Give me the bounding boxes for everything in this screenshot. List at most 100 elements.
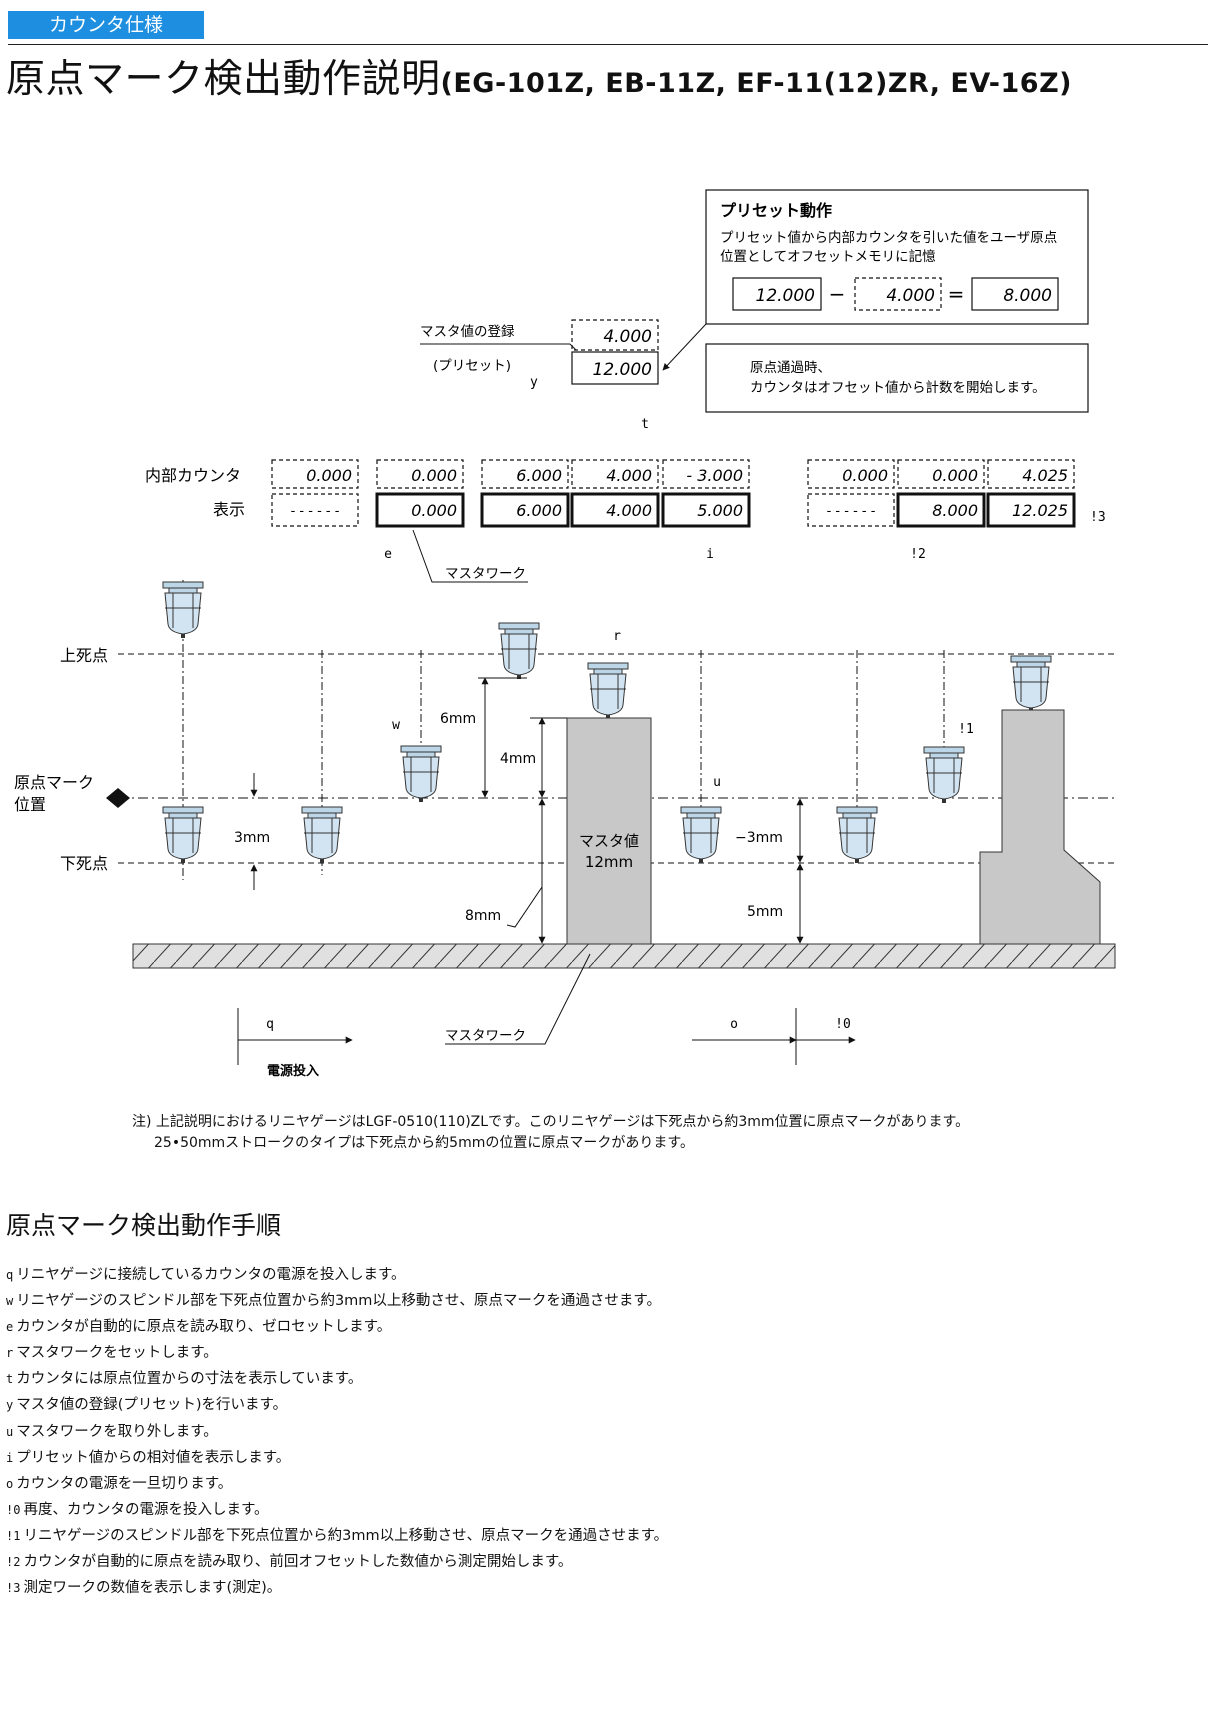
step-marker: !2 (6, 1555, 21, 1570)
step-marker: !3 (6, 1581, 21, 1596)
mark-u: u (713, 775, 721, 790)
master-work-label-bottom: マスタワーク (445, 1028, 526, 1044)
gauge-w-icon (400, 745, 442, 803)
preset-paren-label: (プリセット) (433, 358, 511, 374)
master-work-label-top: マスタワーク (445, 566, 526, 582)
master-value-label-2: 12mm (585, 853, 633, 871)
master-reg-leader (569, 343, 577, 351)
mark-o: o (730, 1017, 738, 1032)
step-text: リニヤゲージに接続しているカウンタの電源を投入します。 (16, 1267, 406, 1283)
mark-11: !1 (958, 722, 974, 737)
step-marker: u (6, 1424, 14, 1439)
step-marker: q (6, 1268, 14, 1282)
dim-5mm: 5mm (747, 904, 783, 920)
step-text: 測定ワークの数値を表示します(測定)。 (23, 1580, 282, 1597)
page-title: 原点マーク検出動作説明(EG-101Z, EB-11Z, EF-11(12)ZR… (6, 48, 1072, 104)
mark-e: e (384, 547, 392, 562)
display-3: 6.000 (516, 501, 562, 520)
internal-counter-4: 4.000 (606, 466, 652, 485)
preset-equals: = (948, 282, 965, 306)
display-2: 0.000 (411, 501, 457, 520)
bdc-label: 下死点 (60, 854, 108, 873)
master-work-leader-top (412, 529, 528, 583)
gauge-r-icon (587, 662, 629, 720)
mark-10: !0 (835, 1017, 851, 1032)
mark-t: t (641, 417, 649, 432)
step-text: マスタワークをセットします。 (16, 1345, 218, 1362)
preset-value-2: 4.000 (886, 286, 935, 306)
footnote-line-2: 25•50mmストロークのタイプは下死点から約5mmの位置に原点マークがあります… (154, 1135, 694, 1151)
dim-minus-3mm: −3mm (735, 830, 783, 846)
origin-diamond-icon (106, 788, 130, 808)
step-marker: t (6, 1372, 14, 1387)
page-title-main: 原点マーク検出動作説明 (6, 57, 441, 102)
page-title-models: (EG-101Z, EB-11Z, EF-11(12)ZR, EV-16Z) (440, 68, 1072, 99)
footnote: 注) 上記説明におけるリニヤゲージはLGF-0510(110)ZLです。このリニ… (132, 1112, 969, 1154)
y-counter-box (571, 319, 659, 351)
tdc-label: 上死点 (60, 646, 108, 665)
origin-note-1: 原点通過時、 (750, 360, 831, 376)
display-4: 4.000 (606, 501, 652, 520)
mark-12: !2 (910, 547, 926, 562)
internal-counter-2: 0.000 (411, 466, 457, 485)
dim-8mm: 8mm (465, 908, 501, 924)
step-text: リニヤゲージのスピンドル部を下死点位置から約3mm以上移動させ、原点マークを通過… (23, 1527, 669, 1544)
step-marker: e (6, 1320, 14, 1335)
gauge-13-icon (1010, 655, 1052, 713)
step-marker: y (6, 1398, 14, 1413)
internal-counter-6: 0.000 (842, 466, 888, 485)
master-work-block (566, 717, 652, 945)
display-7: 8.000 (932, 501, 978, 520)
mark-13: !3 (1090, 510, 1106, 525)
internal-counter-7: 0.000 (932, 466, 978, 485)
step-marker: w (6, 1294, 14, 1309)
row-label-display: 表示 (213, 500, 245, 519)
master-value-label-1: マスタ値 (579, 832, 639, 850)
gauge-q-bdc-icon (162, 806, 204, 864)
step-marker: o (6, 1476, 14, 1491)
dim-4mm: 4mm (500, 751, 536, 767)
preset-value-3-box (971, 277, 1059, 311)
step-marker: !1 (6, 1528, 21, 1543)
row-label-counter: 内部カウンタ (145, 466, 241, 485)
step-marker: !0 (6, 1502, 21, 1517)
preset-arrow (662, 323, 707, 371)
y-counter: 4.000 (603, 327, 652, 347)
preset-desc-1: プリセット値から内部カウンタを引いた値をユーザ原点 (720, 230, 1057, 246)
step-text: プリセット値からの相対値を表示します。 (16, 1449, 291, 1466)
mark-y: y (530, 375, 538, 390)
display-row: - - - - - - 0.000 6.000 4.000 5.000 - - … (271, 492, 1076, 528)
origin-note-box (705, 343, 1089, 413)
step-text: カウンタの電源を一旦切ります。 (16, 1475, 233, 1492)
preset-value-3: 8.000 (1003, 286, 1052, 306)
mark-i: i (706, 547, 714, 562)
counter-row: 0.000 0.000 6.000 4.000 - 3.000 0.000 0.… (271, 459, 1075, 489)
internal-counter-1: 0.000 (306, 466, 352, 485)
origin-pos-label-2: 位置 (14, 795, 46, 814)
display-1: - - - - - - (291, 504, 340, 519)
preset-desc-2: 位置としてオフセットメモリに記憶 (720, 248, 936, 265)
mark-w: w (392, 718, 400, 733)
mark-q: q (266, 1017, 274, 1032)
origin-pos-label-1: 原点マーク (14, 773, 94, 792)
display-8: 12.025 (1012, 501, 1068, 520)
gauge-q-tdc-icon (162, 581, 204, 639)
dim-6mm: 6mm (440, 711, 476, 727)
preset-title: プリセット動作 (720, 201, 832, 220)
header-rule (8, 44, 1208, 45)
measured-work-block (979, 709, 1101, 945)
step-lines (182, 580, 945, 880)
step-text: リニヤゲージのスピンドル部を下死点位置から約3mm以上移動させ、原点マークを通過… (16, 1293, 661, 1310)
display-5: 5.000 (697, 501, 743, 520)
origin-note-2: カウンタはオフセット値から計数を開始します。 (750, 380, 1046, 396)
preset-value-2-box (854, 277, 942, 311)
preset-box (705, 189, 1089, 325)
